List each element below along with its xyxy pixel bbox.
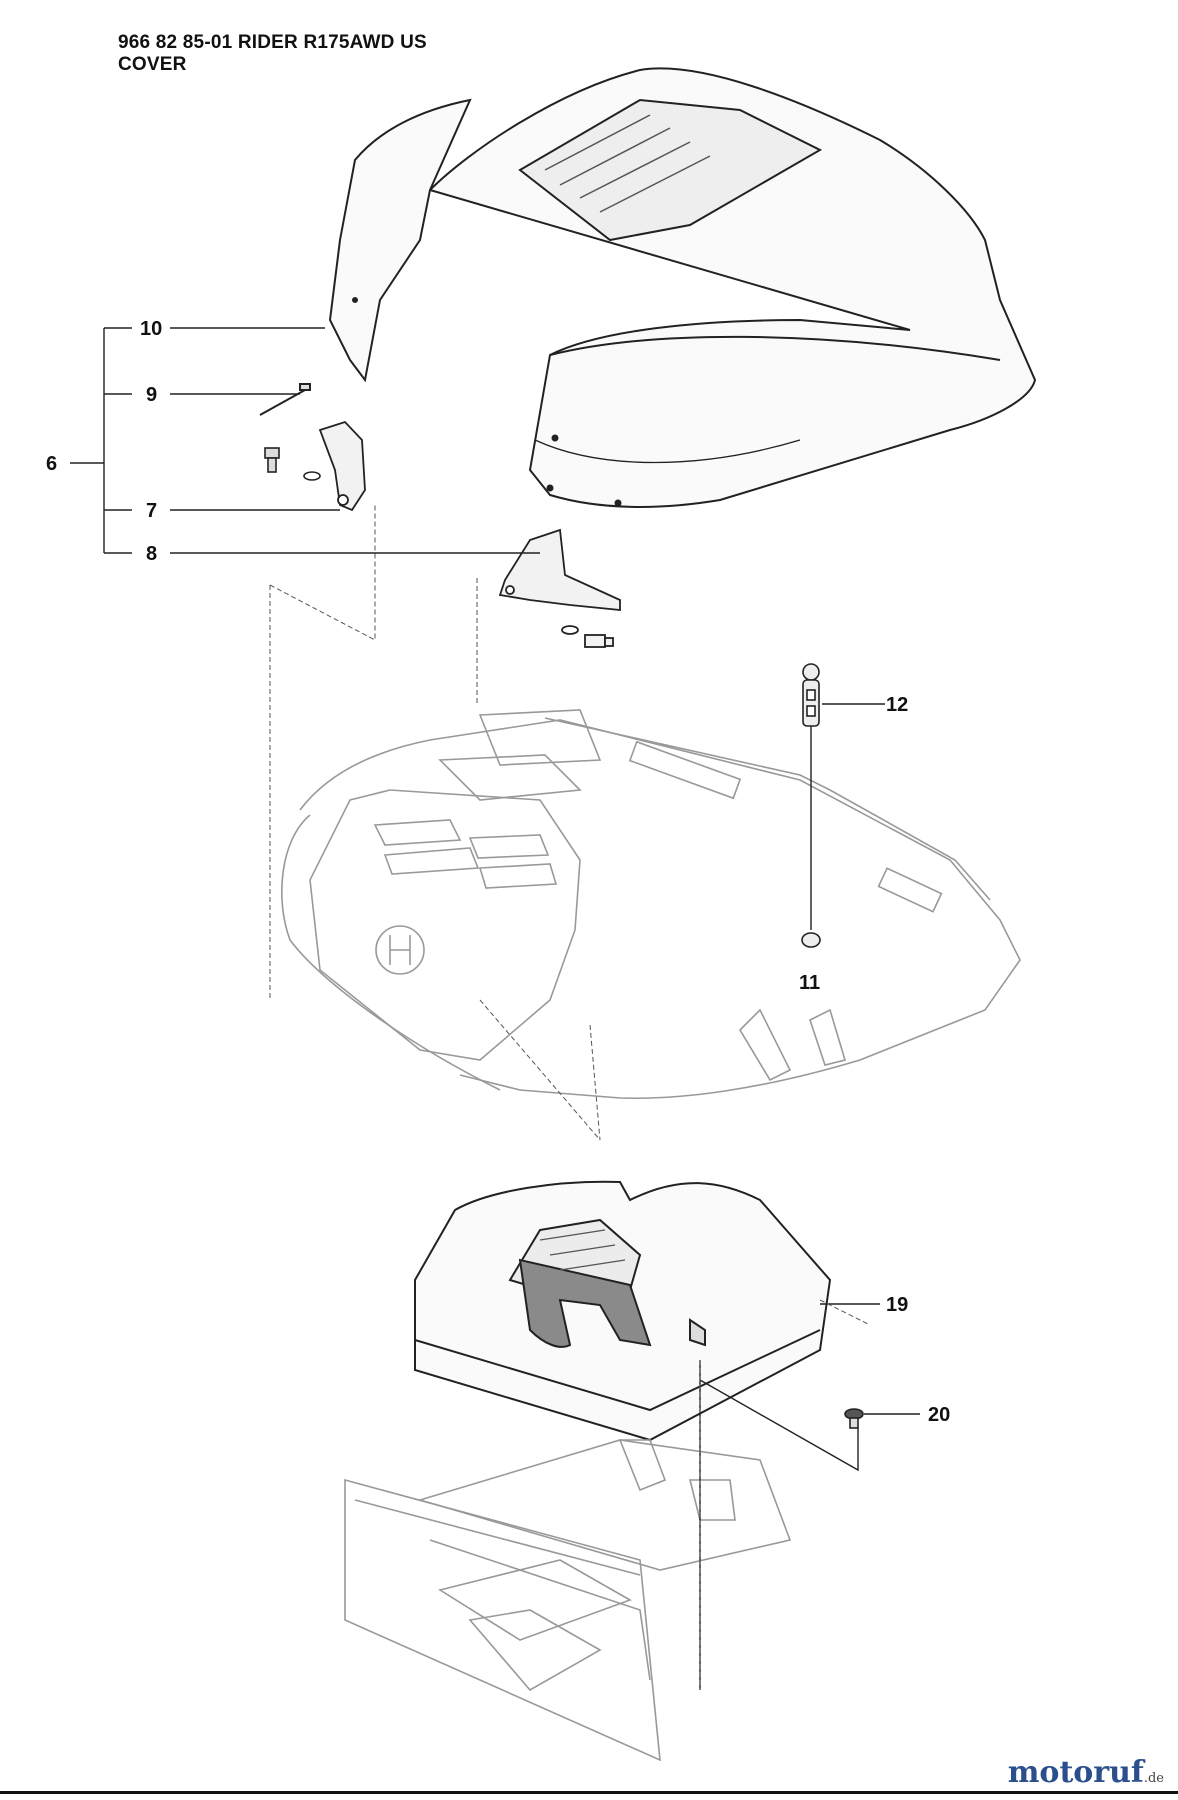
- pin: [259, 383, 311, 416]
- diagram-section: COVER: [118, 54, 187, 75]
- callout-10: 10: [140, 318, 163, 340]
- callout-9: 9: [146, 384, 158, 406]
- lower-cover: [414, 1180, 832, 1442]
- watermark-logo: motoruf.de: [1008, 1755, 1164, 1790]
- knob-11: [801, 932, 821, 948]
- callout-12: 12: [886, 694, 909, 716]
- callout-20: 20: [928, 1404, 951, 1426]
- latch-12: [802, 663, 820, 727]
- footer-rule: [0, 1791, 1178, 1794]
- dashed-guide-lines: [269, 505, 871, 1690]
- hood-cover: [328, 67, 1037, 508]
- hinge-bracket: [318, 420, 366, 512]
- side-bracket: [498, 528, 621, 648]
- screw-20: [844, 1408, 864, 1429]
- callout-6: 6: [46, 453, 58, 475]
- callout-11: 11: [799, 972, 821, 994]
- watermark-brand: motoruf: [1007, 1755, 1144, 1790]
- watermark-suffix: .de: [1143, 1771, 1164, 1786]
- base-chassis-ghost: [344, 1439, 792, 1762]
- callout-19: 19: [886, 1294, 909, 1316]
- diagram-title: 966 82 85-01 RIDER R175AWD US: [118, 32, 427, 53]
- leader-lines: [70, 327, 920, 1690]
- frame-ghost: [281, 709, 1021, 1100]
- screw-left: [264, 447, 321, 481]
- callout-8: 8: [146, 543, 158, 565]
- callout-7: 7: [146, 500, 158, 522]
